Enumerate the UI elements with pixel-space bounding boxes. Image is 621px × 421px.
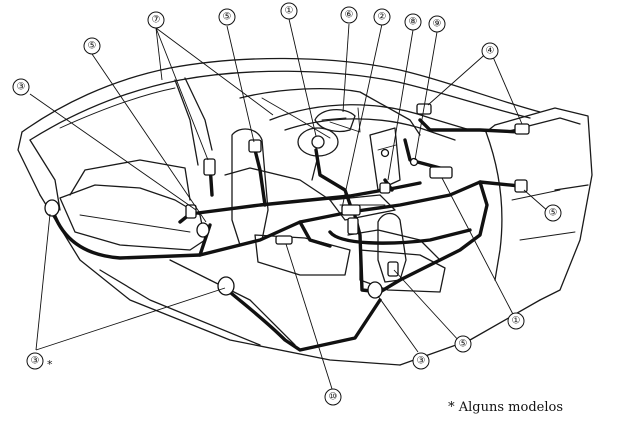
callout-5-bottom-label: ⑤ — [459, 339, 468, 350]
system-components — [44, 103, 530, 299]
callout-10-label: ⑩ — [329, 392, 338, 403]
callout-1-bottom: ① — [507, 312, 525, 330]
callout-4-label: ④ — [486, 46, 495, 57]
callout-1-bottom-label: ① — [512, 316, 521, 327]
callout-2-label: ② — [378, 12, 387, 23]
callout-5-left-label: ⑤ — [88, 41, 97, 52]
front-seatbelt-pretensioner-passenger — [367, 281, 383, 299]
callout-asterisk: * — [47, 358, 53, 371]
callout-3-bottom: ③ — [412, 352, 430, 370]
callout-1-top-label: ① — [285, 6, 294, 17]
callout-5-top-label: ⑤ — [223, 12, 232, 23]
callout-5-bottom: ⑤ — [454, 335, 472, 353]
callout-6: ⑥ — [340, 6, 358, 24]
callout-9-label: ⑨ — [433, 19, 442, 30]
callout-5-right: ⑤ — [544, 204, 562, 222]
footnote: * Alguns modelos — [448, 400, 563, 415]
deactivation-switch — [409, 157, 419, 167]
callout-9: ⑨ — [428, 15, 446, 33]
wiring-harness — [50, 118, 522, 352]
callout-3-left: ③ — [12, 78, 30, 96]
callout-5-right-label: ⑤ — [549, 208, 558, 219]
callout-2: ② — [373, 8, 391, 26]
callout-7: ⑦ — [147, 11, 165, 29]
sas-control-module — [341, 204, 361, 216]
leader-lines — [29, 18, 550, 393]
curtain-airbag-module-front — [248, 139, 262, 153]
door-side-sensor — [514, 179, 528, 193]
callout-10: ⑩ — [324, 388, 342, 406]
callout-6-label: ⑥ — [345, 10, 354, 21]
front-crash-sensor — [429, 166, 453, 179]
callout-3-asterisk: ③ * — [26, 352, 53, 371]
rear-seatbelt-pretensioner-right — [217, 276, 235, 296]
callout-3-bottom-label: ③ — [417, 356, 426, 367]
callout-5-left: ⑤ — [83, 37, 101, 55]
callout-8: ⑧ — [404, 13, 422, 31]
callout-4: ④ — [481, 42, 499, 60]
curtain-airbag-module-rear — [203, 158, 216, 176]
callout-8-label: ⑧ — [409, 17, 418, 28]
callout-3-asterisk-label: ③ — [31, 356, 40, 367]
callout-7-label: ⑦ — [152, 15, 161, 26]
vehicle-body — [17, 57, 593, 366]
center-console-module — [379, 182, 391, 194]
callout-5-top: ⑤ — [218, 8, 236, 26]
front-seatbelt-pretensioner-driver — [196, 222, 210, 238]
side-airbag-module-passenger — [387, 261, 399, 277]
rear-seatbelt-pretensioner-left — [44, 199, 60, 217]
door-mounted-sensor — [514, 123, 530, 135]
callout-3-left-label: ③ — [17, 82, 26, 93]
indicator-light — [380, 148, 390, 158]
callout-1-top: ① — [280, 2, 298, 20]
side-airbag-module-driver — [347, 217, 359, 235]
seat-weight-sensor — [275, 235, 293, 245]
